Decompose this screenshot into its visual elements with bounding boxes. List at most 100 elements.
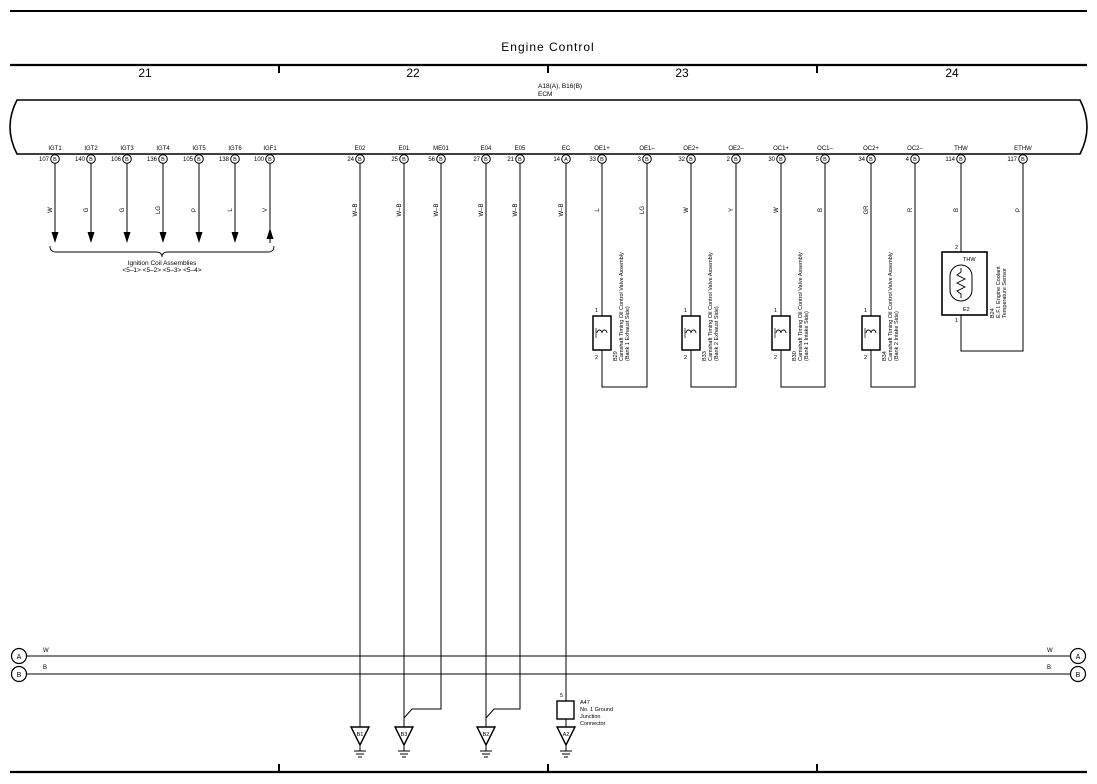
- arrow-down-icon: [51, 232, 59, 243]
- ecm-pin: OE2+B32: [678, 146, 699, 164]
- sensor-name: E.F.I. Engine Coolant: [996, 266, 1002, 318]
- bus-wire-color: W: [1047, 648, 1053, 654]
- sensor-pin-label: THW: [963, 257, 976, 263]
- ecm-pin-connector-letter: B: [125, 157, 129, 163]
- sensor-pin-number: 2: [955, 245, 958, 251]
- valve-id: B30: [792, 351, 798, 361]
- ecm-pin-number: 21: [507, 157, 514, 163]
- ecm-pin: OE2–B2: [727, 146, 744, 164]
- wire-color-label: W–B: [434, 203, 440, 216]
- ignition-coil-brace: [49, 245, 275, 258]
- arrow-down-icon: [195, 232, 203, 243]
- ecm-pin-name: E01: [399, 146, 410, 152]
- ecm-pin-connector: [50, 154, 60, 164]
- valve-side: (Bank 2 Intake Side): [894, 311, 900, 361]
- arrow-down-icon: [159, 232, 167, 243]
- ecm-pin-connector: [399, 154, 409, 164]
- ground-label: B2: [483, 732, 490, 738]
- ecm-pin-connector-letter: B: [358, 157, 362, 163]
- ecm-pin-connector-letter: B: [197, 157, 201, 163]
- ecm-pin-connector-letter: B: [600, 157, 604, 163]
- ecm-pin-number: 136: [147, 157, 158, 163]
- section-number: 22: [406, 66, 420, 80]
- ecm-pin-number: 56: [428, 157, 435, 163]
- ground-label: A2: [563, 732, 570, 738]
- valve-wire: [601, 163, 648, 388]
- ecm-pin-number: 34: [858, 157, 865, 163]
- ecm-pin-name: OE1+: [594, 146, 610, 152]
- section-number: 24: [945, 66, 959, 80]
- ecm-pin-connector-letter: B: [439, 157, 443, 163]
- bus-node-label: A: [17, 654, 22, 661]
- ecm-pin-number: 32: [678, 157, 685, 163]
- ecm-pin-number: 30: [768, 157, 775, 163]
- ecm-pin-connector: [436, 154, 446, 164]
- coil-icon: [865, 329, 877, 334]
- ecm-pin-name: OC1+: [773, 146, 789, 152]
- valve-pin-number: 1: [864, 308, 867, 314]
- ground-label: B1: [357, 732, 364, 738]
- ecm-pin-name: E02: [355, 146, 366, 152]
- ecm-pin-name: OC1–: [817, 146, 833, 152]
- ecm-pin-connector-letter: B: [689, 157, 693, 163]
- wire-color-label: LG: [640, 206, 646, 214]
- ecm-pin-connector-letter: B: [53, 157, 57, 163]
- ecm-pin-name: E04: [481, 146, 492, 152]
- valve-id: B33: [702, 351, 708, 361]
- ecm-pin-name: OE1–: [639, 146, 655, 152]
- ecm-pin-connector-letter: B: [823, 157, 827, 163]
- bus-line-a: A A W W: [10, 647, 1087, 665]
- ecm-pin-number: 106: [111, 157, 122, 163]
- ecm-pin-number: 105: [183, 157, 194, 163]
- bus-node-b-right: [1069, 665, 1087, 683]
- bus-wire-color: B: [1047, 665, 1051, 671]
- wire-color-label: W–B: [513, 203, 519, 216]
- ecm-pin-number: 14: [553, 157, 560, 163]
- section-ticks: [278, 65, 818, 772]
- ecm-pin-number: 4: [906, 157, 910, 163]
- wire-color-label: B: [954, 208, 960, 212]
- sensor-id: B24: [990, 308, 996, 318]
- bus-node-b-left: [10, 665, 28, 683]
- ecm-pin-connector-letter: B: [779, 157, 783, 163]
- bus-node-label: B: [1076, 672, 1081, 679]
- ecm-pin-connector: [158, 154, 168, 164]
- ground-junction-connector: 5 A47 No. 1 Ground Junction Connector: [556, 693, 613, 727]
- ground-icon: B2: [475, 726, 497, 758]
- coil-icon: [685, 329, 697, 334]
- bus-node-a-left: [10, 647, 28, 665]
- ecm-pin-connector: [481, 154, 491, 164]
- ecm-pin-name: THW: [954, 146, 968, 152]
- coil-icon: [775, 329, 787, 334]
- sensor-pin-number: 1: [955, 318, 958, 324]
- valve-side: (Bank 2 Exhaust Side): [714, 306, 720, 361]
- ecm-box: [9, 99, 1088, 155]
- wire-color-label: G: [84, 207, 90, 212]
- ecm-pin-number: 100: [254, 157, 265, 163]
- ecm-pin-connector: [355, 154, 365, 164]
- junction-id: A47: [580, 700, 590, 706]
- ecm-pin-number: 117: [1007, 157, 1017, 163]
- bus-node-a-right: [1069, 647, 1087, 665]
- ecm-pin-connector: [561, 154, 571, 164]
- ecm-pin-name: IGT4: [156, 146, 170, 152]
- junction-label: No. 1 Ground: [580, 707, 613, 713]
- bus-wire-color: B: [43, 665, 47, 671]
- valve-wire: [690, 163, 737, 388]
- ground-wire: [403, 163, 442, 719]
- ecm-pin-name: ETHW: [1014, 146, 1032, 152]
- ecm-pin-number: 114: [945, 157, 955, 163]
- ecm-pin-name: E05: [515, 146, 526, 152]
- wire-color-label: W–B: [559, 203, 565, 216]
- ecm-pin-connector-letter: B: [484, 157, 488, 163]
